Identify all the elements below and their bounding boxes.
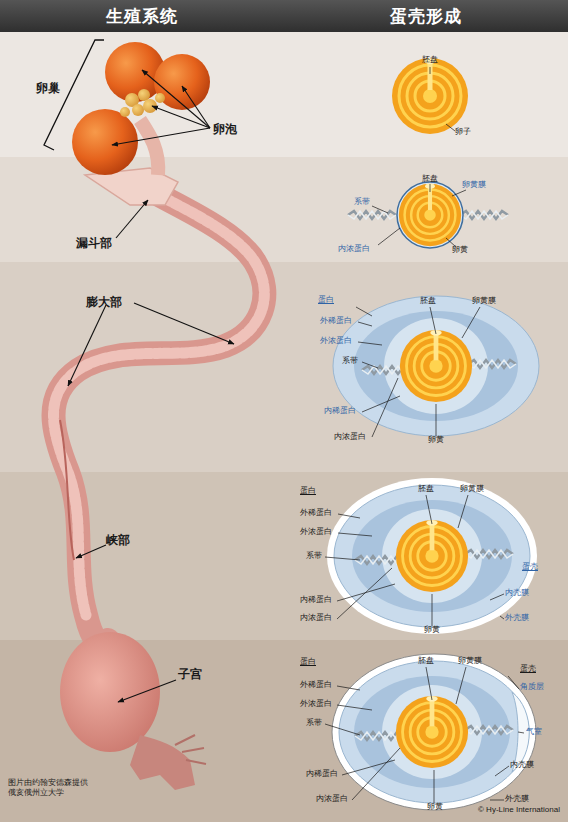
part-label: 外稀蛋白: [300, 681, 332, 690]
part-label: 卵黄: [424, 626, 440, 635]
part-label: 系带: [306, 719, 322, 728]
part-label: 蛋白: [300, 487, 316, 496]
part-label: 卵子: [455, 128, 471, 137]
organ-label: 峡部: [106, 534, 130, 547]
organ-label: 图片由约翰安德森提供 俄亥俄州立大学: [8, 778, 92, 798]
part-label: 卵黄膜: [458, 657, 482, 666]
part-label: 外壳膜: [505, 614, 529, 623]
part-label: 胚盘: [422, 175, 438, 184]
part-label: 胚盘: [418, 485, 434, 494]
part-label: 卵黄: [452, 246, 468, 255]
part-label: 角质层: [520, 683, 544, 692]
part-label: 蛋白: [300, 658, 316, 667]
part-label: 蛋白: [318, 296, 334, 305]
part-label: 卵黄膜: [462, 181, 486, 190]
part-label: 内稀蛋白: [300, 596, 332, 605]
column-title: 生殖系统: [106, 5, 178, 28]
header-band: 蛋壳形成: [284, 0, 568, 32]
part-label: 内浓蛋白: [316, 795, 348, 804]
part-label: 胚盘: [420, 297, 436, 306]
part-label: 卵黄: [428, 436, 444, 445]
part-label: 外浓蛋白: [300, 528, 332, 537]
part-label: 系带: [354, 198, 370, 207]
part-label: 外稀蛋白: [320, 317, 352, 326]
part-label: 内壳膜: [510, 761, 534, 770]
part-label: 胚盘: [422, 56, 438, 65]
part-label: 内壳膜: [505, 589, 529, 598]
part-label: 蛋壳: [520, 665, 536, 674]
part-label: 内浓蛋白: [300, 614, 332, 623]
header-band: 生殖系统: [0, 0, 284, 32]
part-label: 外浓蛋白: [300, 700, 332, 709]
organ-label: 漏斗部: [76, 237, 112, 250]
organ-label: 卵泡: [213, 123, 237, 136]
part-label: 卵黄: [427, 803, 443, 812]
column-title: 蛋壳形成: [390, 5, 462, 28]
part-label: 卵黄膜: [460, 485, 484, 494]
part-label: 外浓蛋白: [320, 337, 352, 346]
part-label: 卵黄膜: [472, 297, 496, 306]
organ-label: 膨大部: [86, 296, 122, 309]
copyright-note: © Hy-Line International: [478, 806, 560, 815]
part-label: 系带: [306, 552, 322, 561]
part-label: 蛋壳: [522, 563, 538, 572]
part-label: 系带: [342, 357, 358, 366]
organ-label: 子宫: [178, 668, 202, 681]
part-label: 气室: [526, 728, 542, 737]
part-label: 内浓蛋白: [338, 245, 370, 254]
part-label: 外稀蛋白: [300, 509, 332, 518]
part-label: 内浓蛋白: [334, 433, 366, 442]
organ-label: 卵巢: [36, 82, 60, 95]
part-label: 胚盘: [418, 657, 434, 666]
part-label: 外壳膜: [505, 795, 529, 804]
part-label: 内稀蛋白: [306, 770, 338, 779]
part-label: 内稀蛋白: [324, 407, 356, 416]
